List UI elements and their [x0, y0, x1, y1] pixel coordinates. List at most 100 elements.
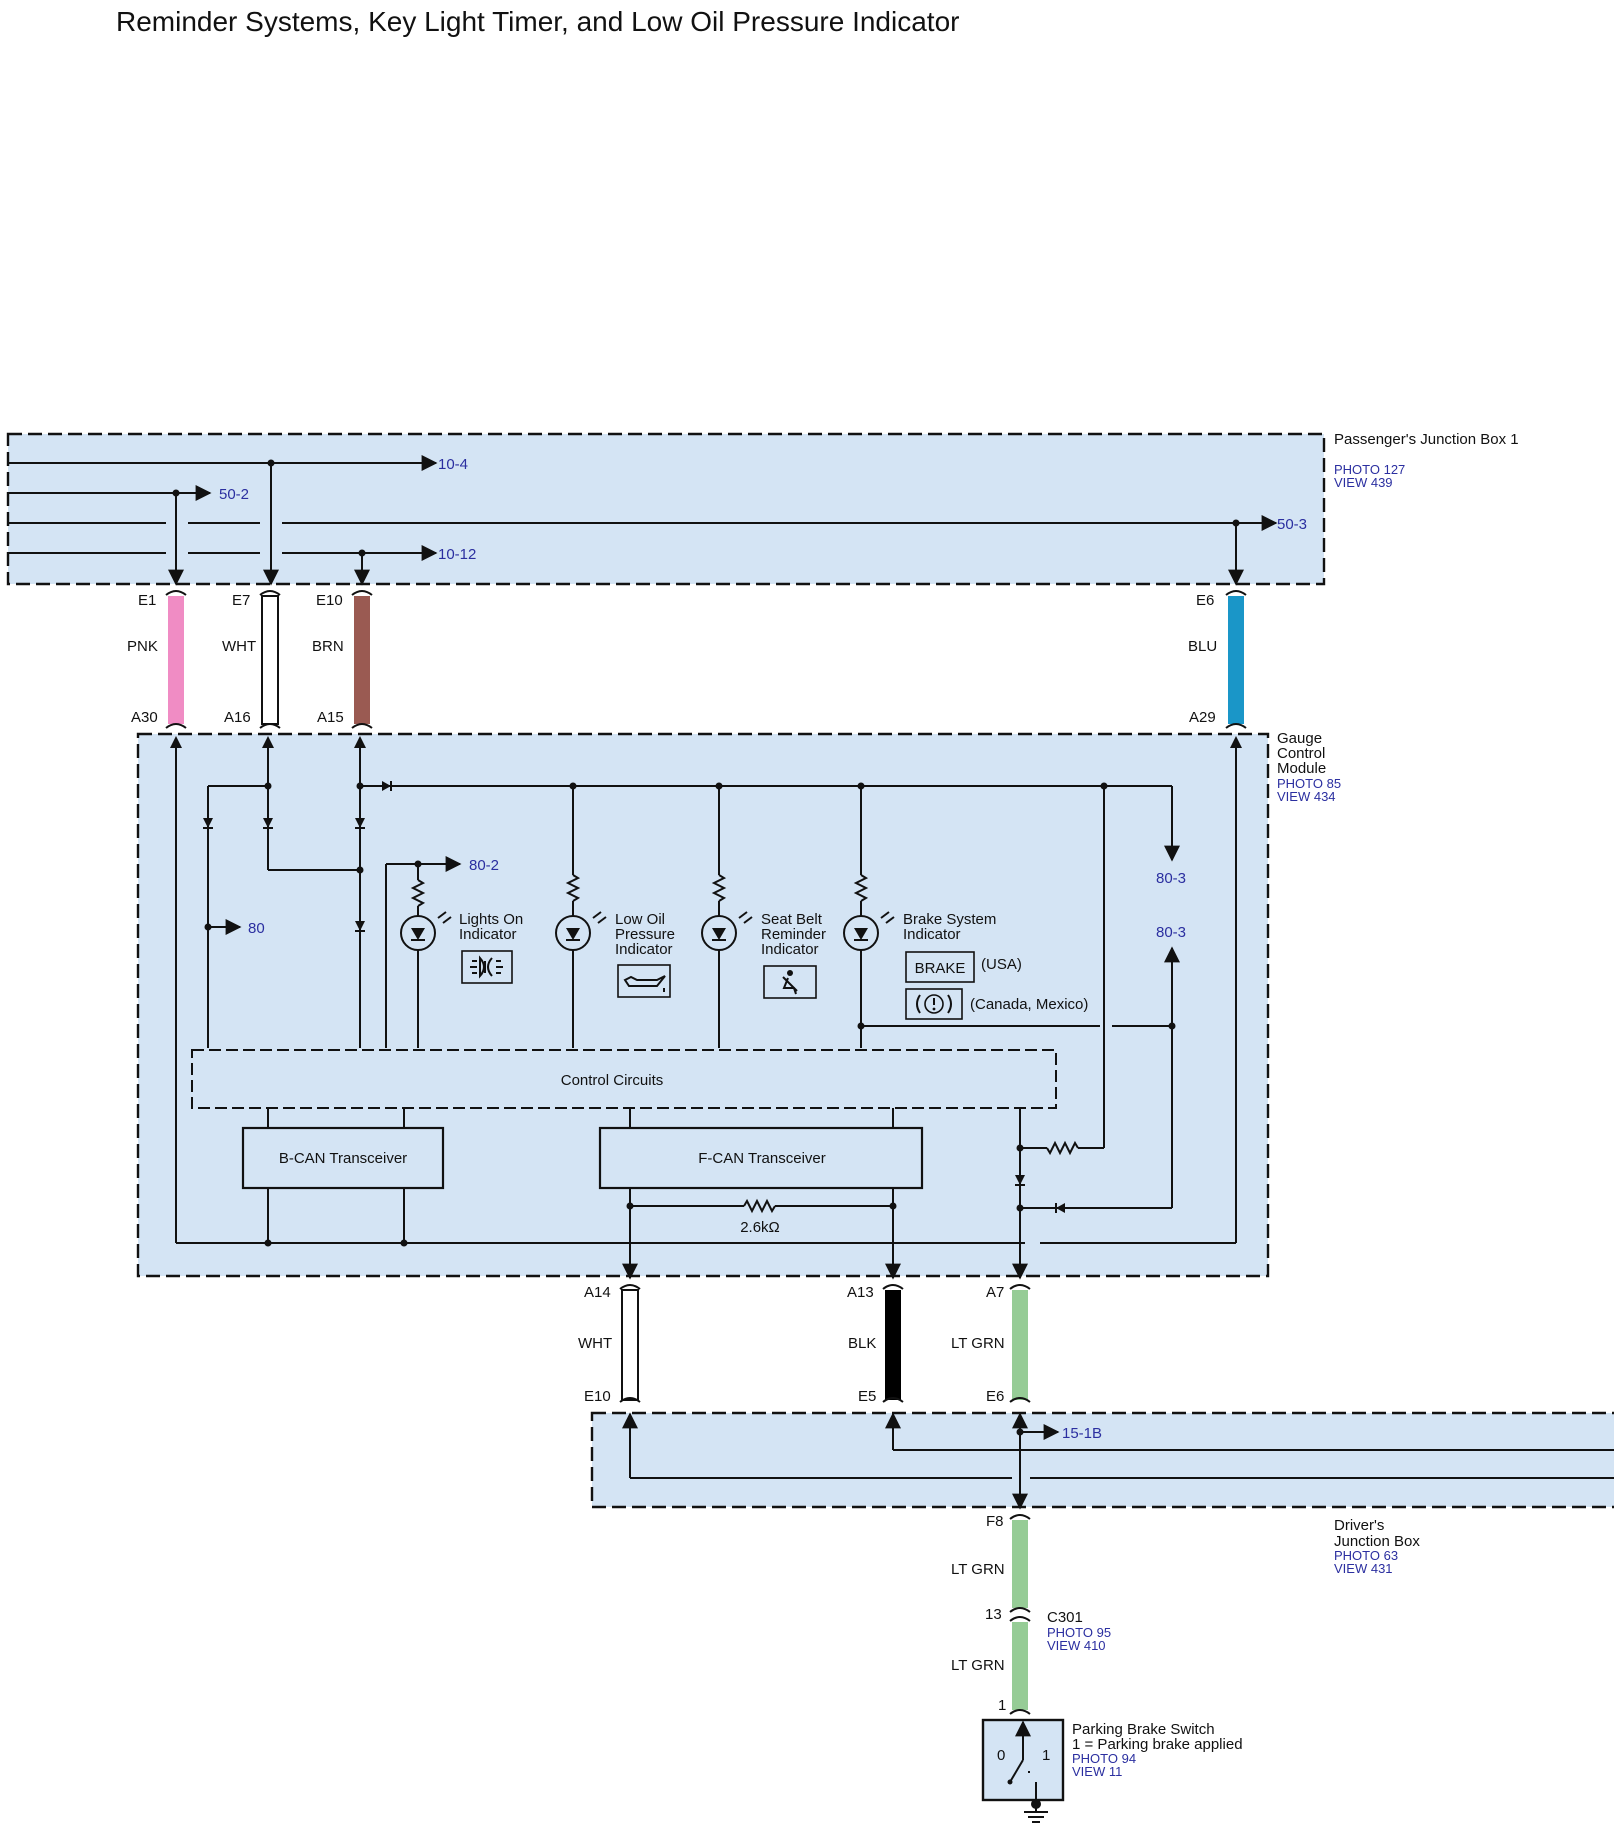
brake-indicator-lamp [843, 911, 895, 951]
ref-50-3: 50-3 [1277, 516, 1307, 533]
ref-80-2: 80-2 [469, 857, 499, 874]
lights-on-label-2: Indicator [459, 926, 517, 943]
low-oil-indicator-lamp [555, 911, 607, 951]
pin-e6-lower: E6 [986, 1388, 1004, 1405]
wire-ltgrn-2 [1012, 1520, 1028, 1608]
ref-80-3-upper: 80-3 [1156, 870, 1186, 887]
svg-text:Module: Module [1277, 760, 1326, 777]
upper-wires [165, 590, 1247, 729]
wire-ltgrn-3 [1012, 1622, 1028, 1710]
pin-a29: A29 [1189, 709, 1216, 726]
pin-a30: A30 [131, 709, 158, 726]
control-circuits-block [191, 1049, 1057, 1109]
pin-f8: F8 [986, 1513, 1004, 1530]
switch-pos-1: 1 [1042, 1747, 1050, 1764]
wire-color-brn: BRN [312, 638, 344, 655]
passenger-jb-photo: PHOTO 127 [1334, 462, 1405, 477]
lower-wires [619, 1284, 1031, 1403]
ref-80: 80 [248, 920, 265, 937]
pin-a14: A14 [584, 1284, 611, 1301]
pin-e1: E1 [138, 592, 156, 609]
ref-50-2: 50-2 [219, 486, 249, 503]
gauge-photo: PHOTO 85 [1277, 776, 1341, 791]
brake-label-2: Indicator [903, 926, 961, 943]
wire-color-blu: BLU [1188, 638, 1217, 655]
seat-belt-label-2: Reminder [761, 926, 826, 943]
wire-color-blk: BLK [848, 1335, 876, 1352]
gauge-control-module [136, 732, 1270, 1278]
brake-usa-box: BRAKE [905, 951, 975, 983]
wire-pnk [168, 596, 184, 724]
svg-text:Junction Box: Junction Box [1334, 1533, 1420, 1550]
low-oil-label-3: Indicator [615, 941, 673, 958]
gauge-module-label: Gauge Control Module PHOTO 85 VIEW 434 [1277, 730, 1341, 804]
fcan-transceiver [598, 1126, 924, 1190]
driver-jb-photo: PHOTO 63 [1334, 1548, 1398, 1563]
ref-10-12: 10-12 [438, 546, 476, 563]
pin-a13: A13 [847, 1284, 874, 1301]
pin-e10-upper: E10 [316, 592, 343, 609]
ref-80-3-lower: 80-3 [1156, 924, 1186, 941]
wire-color-ltgrn-2: LT GRN [951, 1561, 1005, 1578]
driver-jb-view: VIEW 431 [1334, 1561, 1393, 1576]
pin-e7: E7 [232, 592, 250, 609]
fcan-label: F-CAN Transceiver [698, 1150, 826, 1167]
pin-e10-lower: E10 [584, 1388, 611, 1405]
wire-color-pnk: PNK [127, 638, 158, 655]
passenger-jb-name: Passenger's Junction Box 1 [1334, 431, 1519, 448]
wire-ltgrn-1 [1012, 1290, 1028, 1400]
brake-usa-label: BRAKE [915, 960, 966, 977]
wire-blu [1228, 596, 1244, 724]
headlight-icon [461, 950, 513, 984]
bcan-transceiver [241, 1126, 445, 1190]
parking-switch-note: 1 = Parking brake applied [1072, 1736, 1243, 1753]
c301-view: VIEW 410 [1047, 1638, 1106, 1653]
c301-name: C301 [1047, 1609, 1083, 1626]
bcan-label: B-CAN Transceiver [279, 1150, 407, 1167]
driver-junction-box [590, 1411, 1614, 1509]
ref-15-1b: 15-1B [1062, 1425, 1102, 1442]
brake-warning-icon [905, 988, 963, 1020]
lights-on-label-1: Lights On [459, 911, 523, 928]
wire-brn [354, 596, 370, 724]
brake-label-1: Brake System [903, 911, 996, 928]
pin-1: 1 [998, 1697, 1006, 1714]
wire-color-ltgrn-1: LT GRN [951, 1335, 1005, 1352]
seat-belt-icon [763, 965, 817, 999]
lights-on-indicator-lamp [400, 911, 452, 951]
wire-blk [885, 1290, 901, 1400]
switch-pos-0: 0 [997, 1747, 1005, 1764]
parking-switch-name: Parking Brake Switch [1072, 1721, 1215, 1738]
wire-color-wht-lower: WHT [578, 1335, 612, 1352]
svg-text:Gauge: Gauge [1277, 730, 1322, 747]
gauge-internal-wiring [170, 736, 1242, 1280]
wire-color-ltgrn-3: LT GRN [951, 1657, 1005, 1674]
svg-text:Driver's: Driver's [1334, 1517, 1384, 1534]
wire-wht-lower [621, 1289, 639, 1401]
gauge-view: VIEW 434 [1277, 789, 1336, 804]
ref-10-4: 10-4 [438, 456, 468, 473]
seat-belt-label-1: Seat Belt [761, 911, 823, 928]
low-oil-label-1: Low Oil [615, 911, 665, 928]
wire-wht-upper [261, 595, 279, 725]
control-circuits-label: Control Circuits [561, 1072, 664, 1089]
pin-a7: A7 [986, 1284, 1004, 1301]
passenger-junction-box [6, 432, 1326, 586]
seat-belt-label-3: Indicator [761, 941, 819, 958]
pin-13: 13 [985, 1606, 1002, 1623]
low-oil-label-2: Pressure [615, 926, 675, 943]
passenger-jb-view: VIEW 439 [1334, 475, 1393, 490]
pin-a15: A15 [317, 709, 344, 726]
passenger-jb-internals [8, 455, 1278, 586]
parking-switch-photo: PHOTO 94 [1072, 1751, 1136, 1766]
pin-e5: E5 [858, 1388, 876, 1405]
passenger-jb-label: Passenger's Junction Box 1 PHOTO 127 VIE… [1334, 431, 1519, 490]
driver-jb-label: Driver's Junction Box PHOTO 63 VIEW 431 [1334, 1517, 1420, 1576]
oil-can-icon [617, 964, 671, 998]
page-title: Reminder Systems, Key Light Timer, and L… [116, 6, 960, 37]
driver-jb-internals [622, 1412, 1614, 1510]
pin-e6-upper: E6 [1196, 592, 1214, 609]
wire-color-wht: WHT [222, 638, 256, 655]
pin-a16: A16 [224, 709, 251, 726]
